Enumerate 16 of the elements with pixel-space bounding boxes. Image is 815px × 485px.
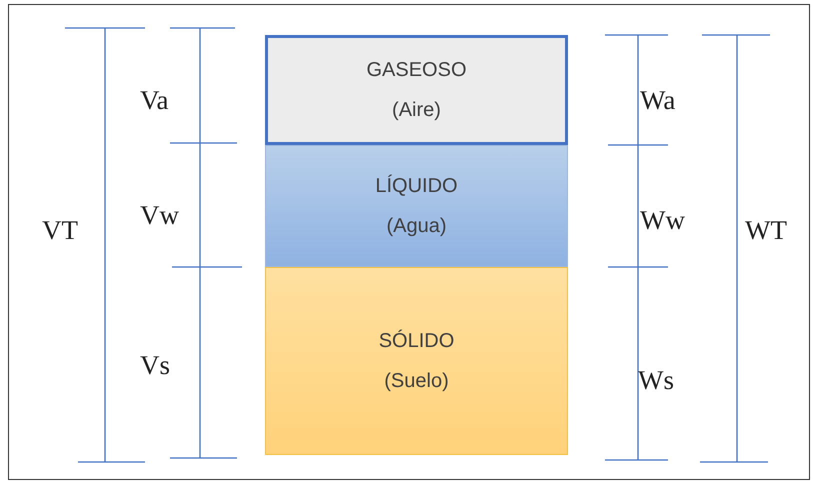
dimension-label: VT <box>42 215 78 245</box>
dimension-label: Va <box>140 85 168 115</box>
dimension-label: WT <box>745 215 787 245</box>
dimension-label: Ww <box>640 205 685 235</box>
phase-name: SÓLIDO <box>378 328 454 354</box>
dimension-label: Wa <box>640 85 676 115</box>
dimension-label: Vw <box>140 200 179 230</box>
solid-phase-block <box>265 267 568 455</box>
phase-name: LÍQUIDO <box>375 174 458 199</box>
gas-phase-block <box>265 35 568 145</box>
phase-name: GASEOSO <box>366 58 467 83</box>
dimension-label: Vs <box>140 350 170 380</box>
liquid-phase-block <box>265 145 568 267</box>
phase-material: (Suelo) <box>384 369 449 394</box>
phase-material: (Aire) <box>392 98 441 123</box>
phase-material: (Agua) <box>386 214 447 239</box>
